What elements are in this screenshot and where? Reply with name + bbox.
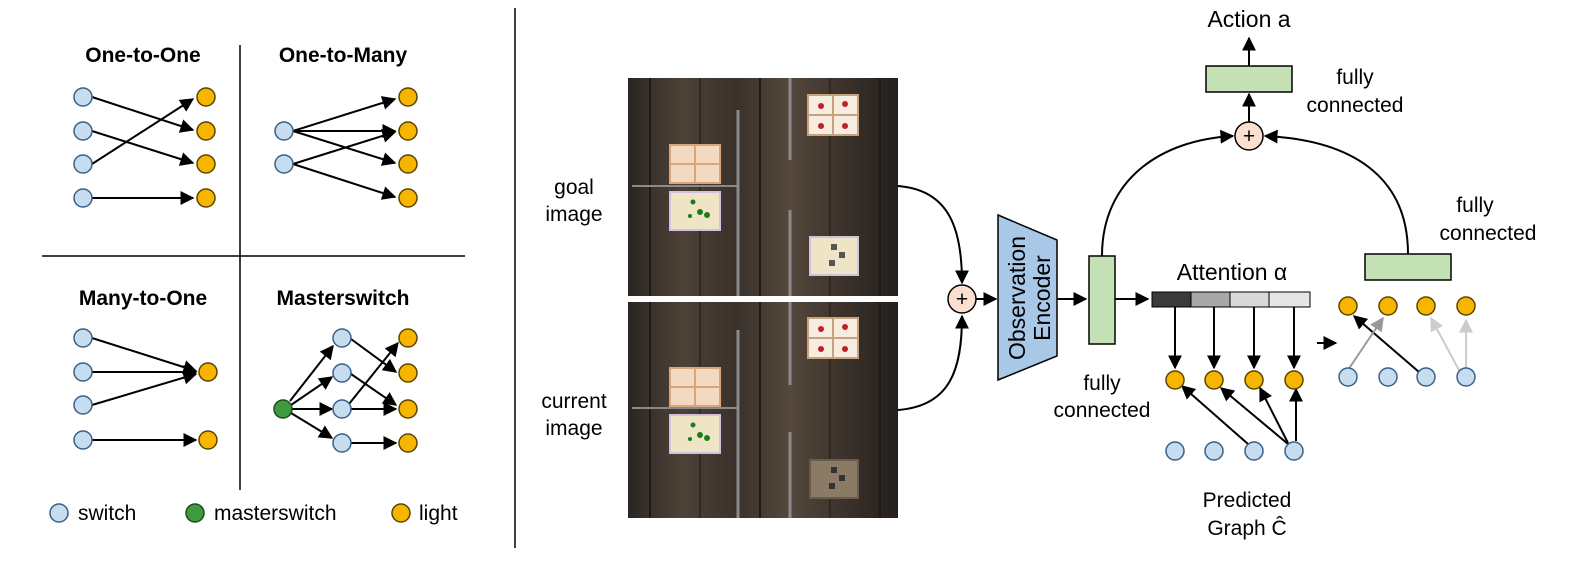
action-fc-layer bbox=[1205, 65, 1293, 93]
switch-node bbox=[1338, 367, 1358, 387]
light-node bbox=[398, 328, 418, 348]
observation-encoder-block bbox=[997, 213, 1058, 382]
switch-node bbox=[1204, 441, 1224, 461]
legend-masterswitch-label: masterswitch bbox=[214, 502, 337, 525]
fc-label-graph-line2: connected bbox=[1440, 222, 1537, 245]
light-node bbox=[198, 430, 218, 450]
switch-node bbox=[73, 121, 93, 141]
switch-node bbox=[1165, 441, 1185, 461]
graph-fc-layer bbox=[1364, 253, 1452, 281]
light-node bbox=[1204, 370, 1224, 390]
switch-node bbox=[332, 363, 352, 383]
switch-node bbox=[1284, 441, 1304, 461]
legend-light-label: light bbox=[419, 502, 458, 525]
predicted-graph bbox=[1165, 370, 1304, 461]
many-to-one-title: Many-to-One bbox=[79, 287, 207, 310]
light-node bbox=[398, 121, 418, 141]
masterswitch-node bbox=[273, 399, 293, 419]
light-node bbox=[1456, 296, 1476, 316]
current-image-label-line1: current bbox=[541, 390, 607, 413]
light-node bbox=[1244, 370, 1264, 390]
light-node bbox=[1378, 296, 1398, 316]
masterswitch-title: Masterswitch bbox=[276, 287, 409, 310]
goal-image-label-line1: goal bbox=[554, 176, 594, 199]
predicted-graph-label-line1: Predicted bbox=[1203, 489, 1292, 512]
fc-label-action-line1: fully bbox=[1336, 66, 1374, 89]
switch-node bbox=[1456, 367, 1476, 387]
goal-image bbox=[628, 78, 898, 296]
encoder-label-line1: Observation bbox=[1004, 236, 1030, 360]
legend: switch masterswitch light bbox=[49, 502, 458, 525]
switch-node bbox=[73, 154, 93, 174]
many-to-one-graph: Many-to-One bbox=[73, 287, 218, 450]
attended-graph bbox=[1338, 296, 1476, 387]
legend-light-icon bbox=[391, 503, 411, 523]
light-node bbox=[398, 188, 418, 208]
light-node bbox=[196, 121, 216, 141]
one-to-one-graph: One-to-One bbox=[73, 44, 216, 208]
switch-node bbox=[73, 328, 93, 348]
one-to-many-title: One-to-Many bbox=[279, 44, 408, 67]
switch-node bbox=[332, 328, 352, 348]
fc-label-graph-line1: fully bbox=[1456, 194, 1494, 217]
switch-node bbox=[73, 87, 93, 107]
light-node bbox=[196, 87, 216, 107]
legend-switch-icon bbox=[49, 503, 69, 523]
current-image bbox=[628, 302, 898, 518]
encoder-label-line2: Encoder bbox=[1029, 255, 1055, 341]
switch-node bbox=[1244, 441, 1264, 461]
light-node bbox=[398, 87, 418, 107]
goal-image-label-line2: image bbox=[545, 203, 602, 226]
current-image-label-line2: image bbox=[545, 417, 602, 440]
switch-node bbox=[332, 399, 352, 419]
light-node bbox=[398, 399, 418, 419]
sum-node-features-plus: + bbox=[1243, 125, 1255, 148]
graph-types-panel: One-to-One One-to-Many bbox=[42, 8, 516, 548]
light-node bbox=[398, 363, 418, 383]
one-to-many-graph: One-to-Many bbox=[274, 44, 418, 208]
light-node bbox=[198, 362, 218, 382]
action-label: Action a bbox=[1207, 6, 1290, 32]
one-to-one-title: One-to-One bbox=[85, 44, 201, 67]
switch-node bbox=[1378, 367, 1398, 387]
switch-node bbox=[274, 121, 294, 141]
attention-label: Attention α bbox=[1177, 259, 1287, 285]
predicted-graph-label-line2: Graph Ĉ bbox=[1207, 517, 1286, 540]
switch-node bbox=[73, 362, 93, 382]
fc-label-encoder-line2: connected bbox=[1054, 399, 1151, 422]
switch-node bbox=[332, 433, 352, 453]
fc-label-action-line2: connected bbox=[1307, 94, 1404, 117]
architecture-panel: goal image current image bbox=[541, 6, 1536, 540]
light-node bbox=[1338, 296, 1358, 316]
light-node bbox=[1165, 370, 1185, 390]
switch-node bbox=[274, 154, 294, 174]
light-node bbox=[398, 154, 418, 174]
light-node bbox=[398, 433, 418, 453]
switch-node bbox=[73, 395, 93, 415]
legend-masterswitch-icon bbox=[185, 503, 205, 523]
switch-node bbox=[1416, 367, 1436, 387]
switch-node bbox=[73, 430, 93, 450]
fc-label-encoder-line1: fully bbox=[1083, 372, 1121, 395]
sum-node-images-plus: + bbox=[956, 288, 968, 311]
legend-switch-label: switch bbox=[78, 502, 136, 525]
light-node bbox=[196, 154, 216, 174]
masterswitch-graph: Masterswitch bbox=[273, 287, 418, 453]
switch-node bbox=[73, 188, 93, 208]
light-node bbox=[1416, 296, 1436, 316]
encoder-fc-layer bbox=[1088, 255, 1116, 345]
light-node bbox=[196, 188, 216, 208]
light-node bbox=[1284, 370, 1304, 390]
